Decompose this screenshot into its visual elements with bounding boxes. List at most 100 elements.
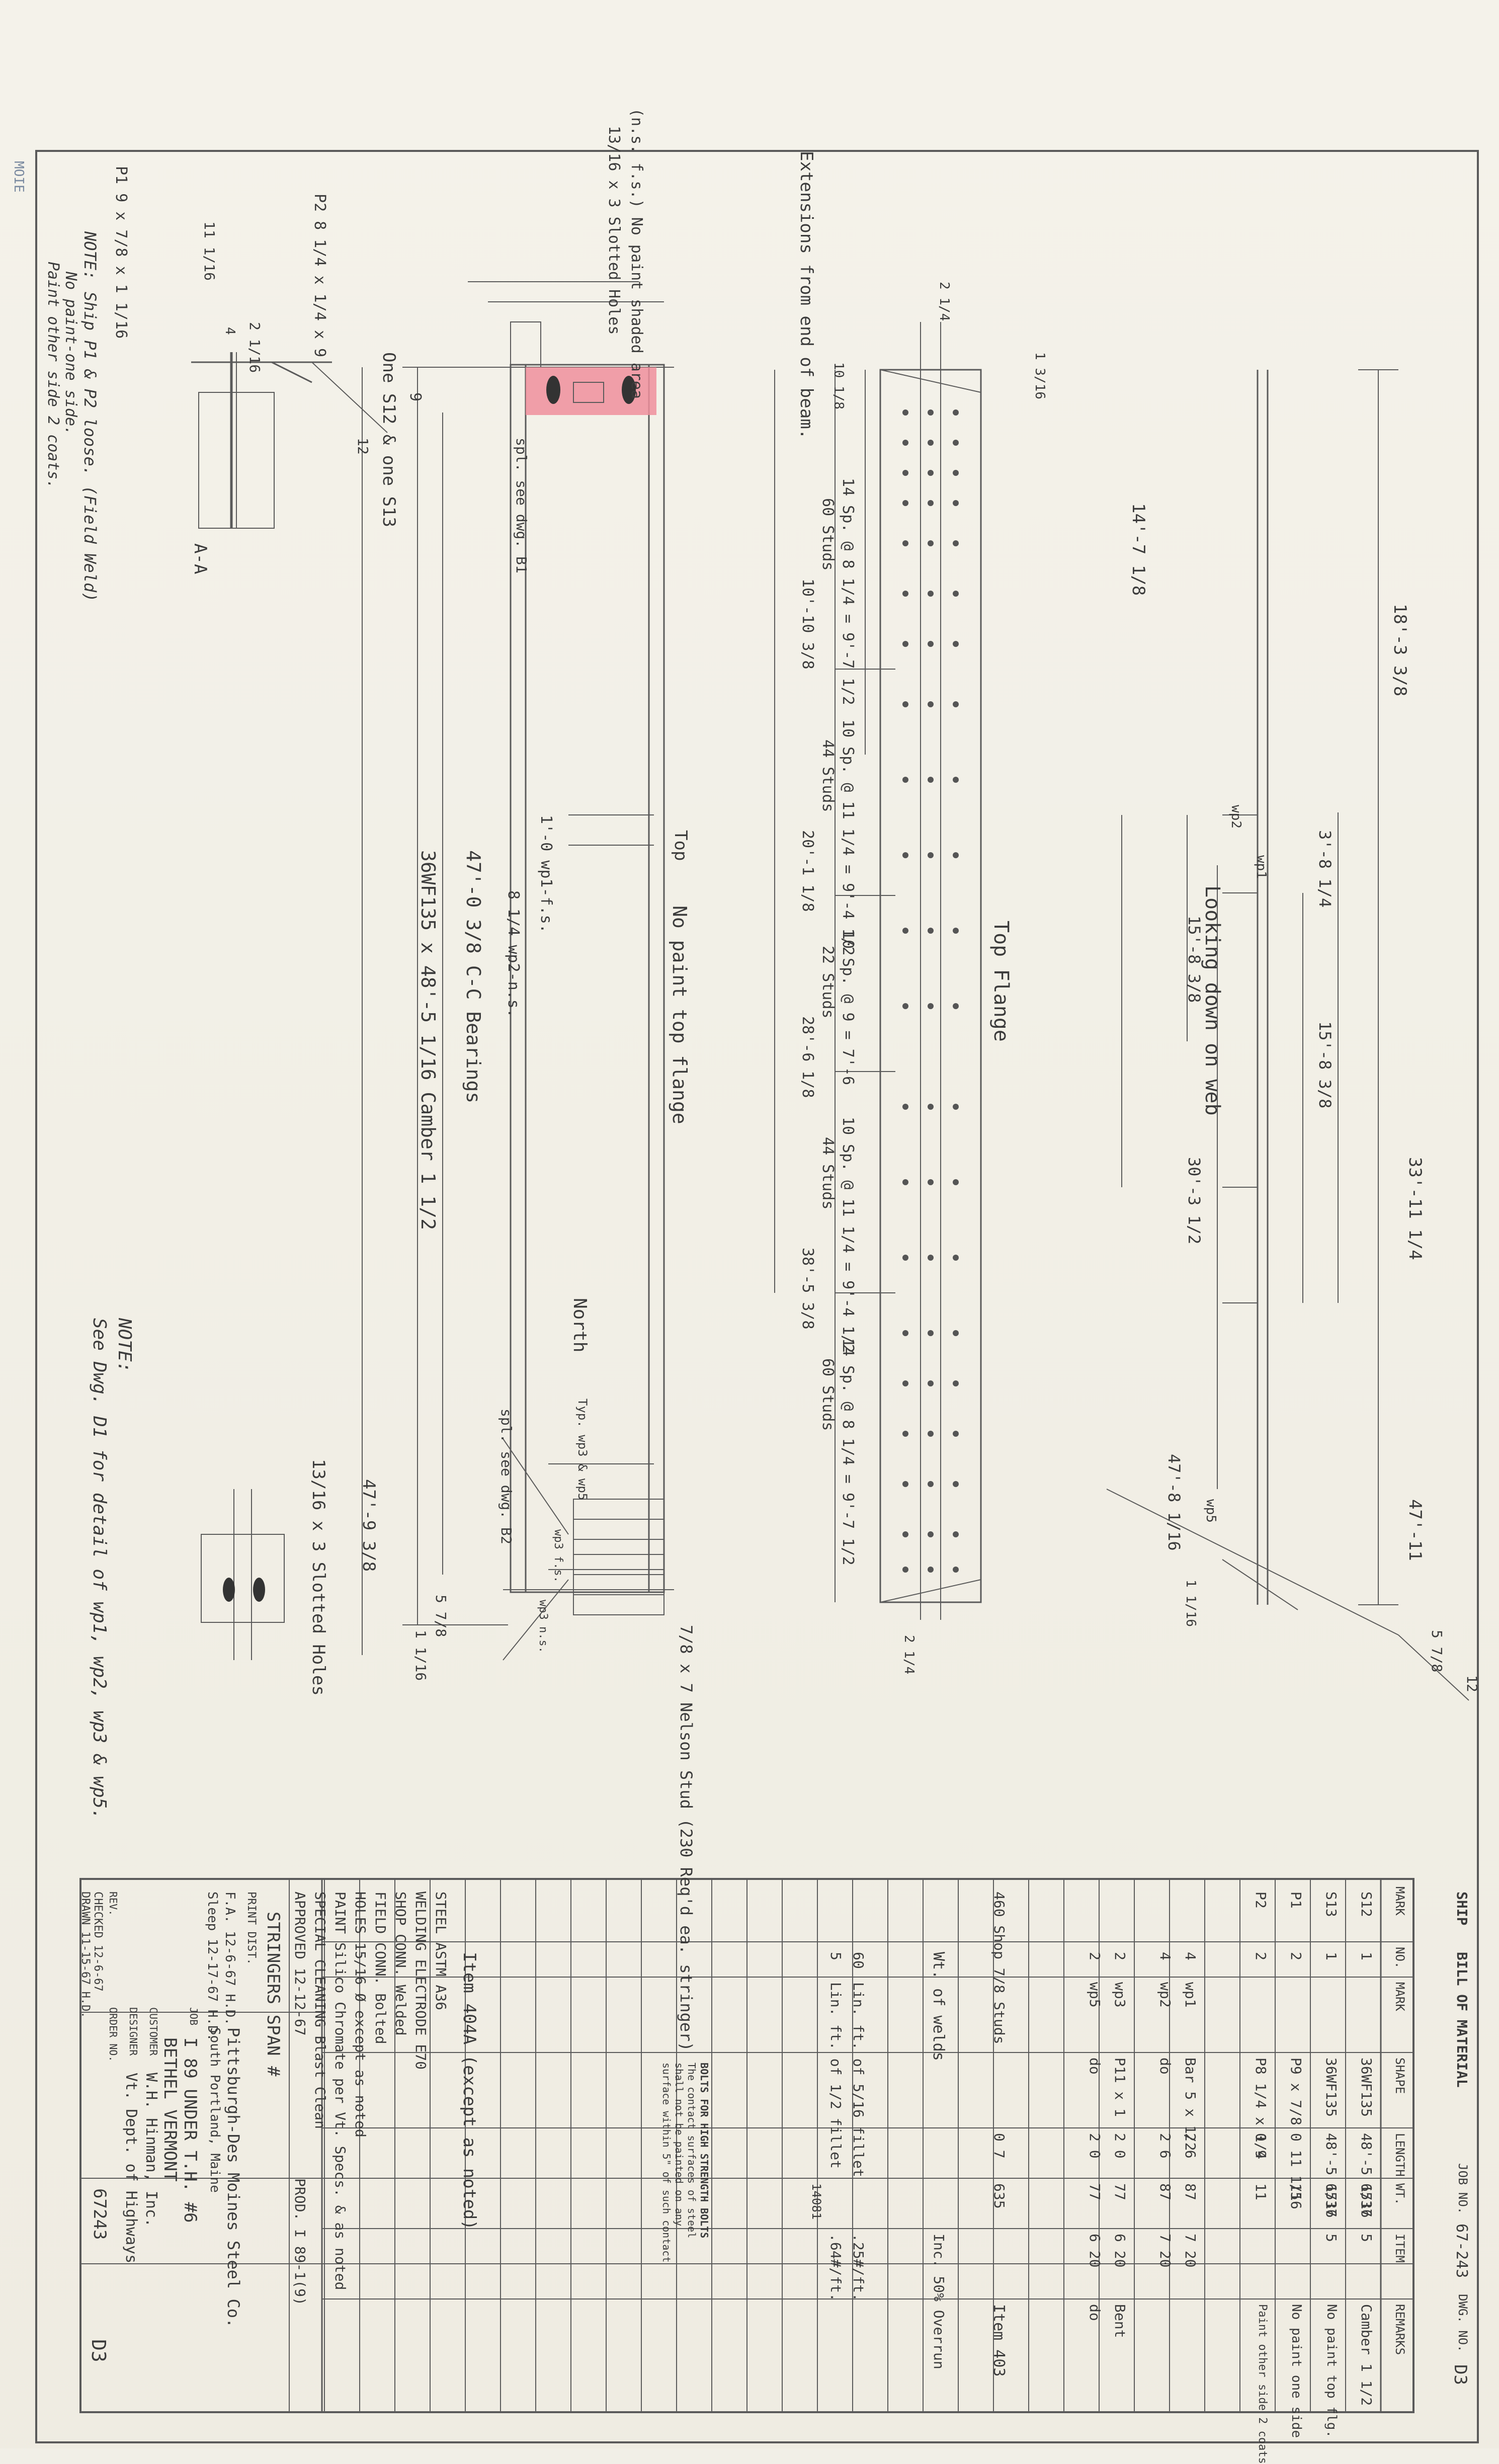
bom-row-length: 2 6: [1182, 2133, 1199, 2159]
stamp-line1: BOLTS FOR HIGH STRENGTH BOLTS: [698, 2063, 710, 2239]
bom-row-wt: 15: [1288, 2183, 1304, 2200]
bom-row-no: 2: [1288, 1952, 1304, 1960]
bom-row-length: 2 6: [1157, 2133, 1174, 2159]
bom-header-no: NO.: [1393, 1947, 1407, 1969]
web-dim-7: 47'-8 1/16: [1164, 1454, 1184, 1551]
bom-row-no: 2: [1112, 1952, 1128, 1960]
section-aa-dim-12: 12: [355, 438, 371, 455]
bom-header-mark: MARK: [1393, 1886, 1407, 1916]
bom-row-remarks: do: [1087, 2304, 1103, 2321]
tb-bom-title: BILL OF MATERIAL: [1454, 1952, 1470, 2088]
bom-welds: Wt. of welds: [930, 1952, 947, 2061]
bottom-note-text: See Dwg. D1 for detail of wp1, wp2, wp3 …: [89, 1318, 110, 1820]
spec-item-404a: Item 404A (except as noted): [459, 1952, 479, 2230]
cc-bearings-dim: 47'-0 3/8 C-C Bearings: [462, 850, 484, 1104]
elevation-beam: [362, 281, 674, 1655]
spec-cleaning: SPECIAL CLEANING Blast Clean: [312, 1892, 328, 2129]
bom-row-wt: 77: [1112, 2183, 1128, 2200]
wp1-fs-label: 1'-0 wp1-f.s.: [537, 815, 555, 933]
section-note-line3: Paint other side 2 coats.: [44, 262, 62, 489]
slotted-holes-bottom: [223, 1578, 265, 1602]
bom-row-mark: P2: [1253, 1892, 1269, 1909]
bom-weld1: Lin. ft. of 5/16 fillet: [850, 1982, 867, 2177]
stud-group-1: 14 Sp. @ 8 1/4 = 9'-7 1/2: [839, 478, 857, 705]
bom-row-shape: do: [1087, 2058, 1103, 2075]
bom-welds-overrun: Inc. 50% Overrun: [931, 2234, 947, 2369]
dim-5-7-8: 5 7/8: [433, 1595, 449, 1637]
tb-company: Pittsburgh-Des Moines Steel Co.: [224, 2027, 243, 2328]
flange-dim-d: 38'-5 3/8: [799, 1248, 816, 1330]
web-dim-10: 12: [1464, 1675, 1480, 1692]
section-aa-dim-11: 11 1/16: [201, 221, 218, 281]
tb-customer-label: CUSTOMER: [147, 2007, 159, 2056]
tb-rev: REV.: [107, 1892, 119, 1916]
splice-b2-note: spl. see dwg. B2: [498, 1409, 515, 1544]
bom-header-remarks: REMARKS: [1393, 2304, 1407, 2355]
member-size: 36WF135 x 48'-5 1/16 Camber 1 1/2: [417, 850, 439, 1230]
flange-dim-f: 1 3/16: [1032, 352, 1047, 399]
spec-field-conn: FIELD CONN. Bolted: [372, 1892, 389, 2044]
top-label: Top: [671, 830, 691, 861]
bom-header-mark2: MARK: [1393, 1982, 1407, 2011]
bom-row-mark2: wp1: [1182, 1982, 1199, 2008]
flange-dim-g: 2 1/4: [937, 282, 952, 321]
tb-dwg-no-label: DWG. NO.: [1456, 2294, 1470, 2352]
info-block-divider: [79, 1878, 323, 2413]
tb-job-no-label: JOB NO.: [1456, 2163, 1470, 2214]
nelson-stud-note: 7/8 x 7 Nelson Stud (230 Req'd ea. strin…: [677, 1625, 696, 2051]
no-paint-top-flange: No paint top flange: [669, 906, 691, 1124]
splice-b1-note: spl. see dwg. B1: [513, 438, 530, 573]
stud-group-2: 10 Sp. @ 11 1/4 = 9'-4 1/2: [839, 719, 857, 956]
dim-47-9: 47'-9 3/8: [359, 1479, 379, 1572]
tb-job-no: 67-243: [1453, 2224, 1470, 2278]
web-wp5-label: wp5: [1203, 1499, 1218, 1523]
bom-row-wt: 11: [1253, 2183, 1269, 2200]
stud-group-3-count: 22 Studs: [819, 946, 837, 1019]
flange-dim-j: 1 1/16: [1183, 1580, 1198, 1627]
tb-dwg-no: D3: [1450, 2364, 1470, 2385]
tb-checked: CHECKED 12-6-67: [92, 1892, 104, 1992]
tb-dwg-no-bottom: D3: [88, 2339, 110, 2362]
tb-sleep: Sleep 12-17-67 H.D.: [205, 1892, 220, 2041]
bom-studs-length: 0 7: [991, 2133, 1008, 2159]
bom-row-length: 2 0: [1087, 2133, 1103, 2159]
bom-row-wt: 87: [1182, 2183, 1199, 2200]
web-wp1-label: wp1: [1254, 855, 1269, 879]
bom-header-wt: WT.: [1393, 2183, 1407, 2205]
top-flange-title: Top Flange: [989, 921, 1013, 1042]
spec-holes: HOLES 15/16 Ø except as noted: [352, 1892, 369, 2138]
bom-row-shape: P9 x 7/8: [1288, 2058, 1304, 2125]
typ-wp3-wp5: Typ. wp3 & wp5: [575, 1399, 590, 1501]
dim-9-top: 9: [406, 392, 424, 402]
section-note-line1: Ship P1 & P2 loose. (Field Weld): [80, 292, 100, 602]
watermark-logo: MOIE: [11, 161, 26, 193]
tb-job-no-bottom: 67243: [90, 2188, 110, 2240]
web-dim-8: 47'-11: [1405, 1499, 1425, 1561]
web-dim-9: 5 7/8: [1429, 1630, 1445, 1673]
stud-group-1-count: 60 Studs: [819, 498, 837, 571]
spec-shop-conn: SHOP CONN. Welded: [392, 1892, 409, 2036]
spec-approved: APPROVED 12-12-67: [292, 1892, 308, 2036]
tb-ship-label: SHIP: [1454, 1892, 1470, 1926]
spec-stringers-span: STRINGERS SPAN #: [263, 1912, 283, 2077]
flange-dim-h: 10 1/8: [831, 362, 846, 409]
bom-row-item: 5: [1323, 2234, 1340, 2242]
spec-steel: STEEL ASTM A36: [433, 1892, 449, 2011]
web-dim-2: 3'-8 1/4: [1315, 830, 1335, 908]
bom-row-wt: 87: [1157, 2183, 1174, 2200]
bom-row-item: 5: [1358, 2234, 1375, 2242]
bom-weld1-no: 60: [850, 1952, 867, 1969]
one-s12-one-s13: One S12 & one S13: [379, 352, 399, 527]
bom-weld2-wt: .64#/ft.: [827, 2234, 844, 2302]
wp2-ns-label: 8 1/4 wp2-n.s.: [505, 890, 522, 1018]
wp3-fs-label: wp3 f.s.: [552, 1529, 564, 1583]
bom-row-remarks: No paint one side: [1289, 2304, 1304, 2438]
section-aa-title: A-A: [190, 543, 210, 574]
splice-plan-bottom: [201, 1489, 285, 1660]
bom-row-mark2: wp3: [1112, 1982, 1128, 2008]
bom-row-no: 4: [1157, 1952, 1174, 1960]
bom-row-shape: do: [1157, 2058, 1174, 2075]
stud-group-5-count: 60 Studs: [819, 1358, 837, 1431]
